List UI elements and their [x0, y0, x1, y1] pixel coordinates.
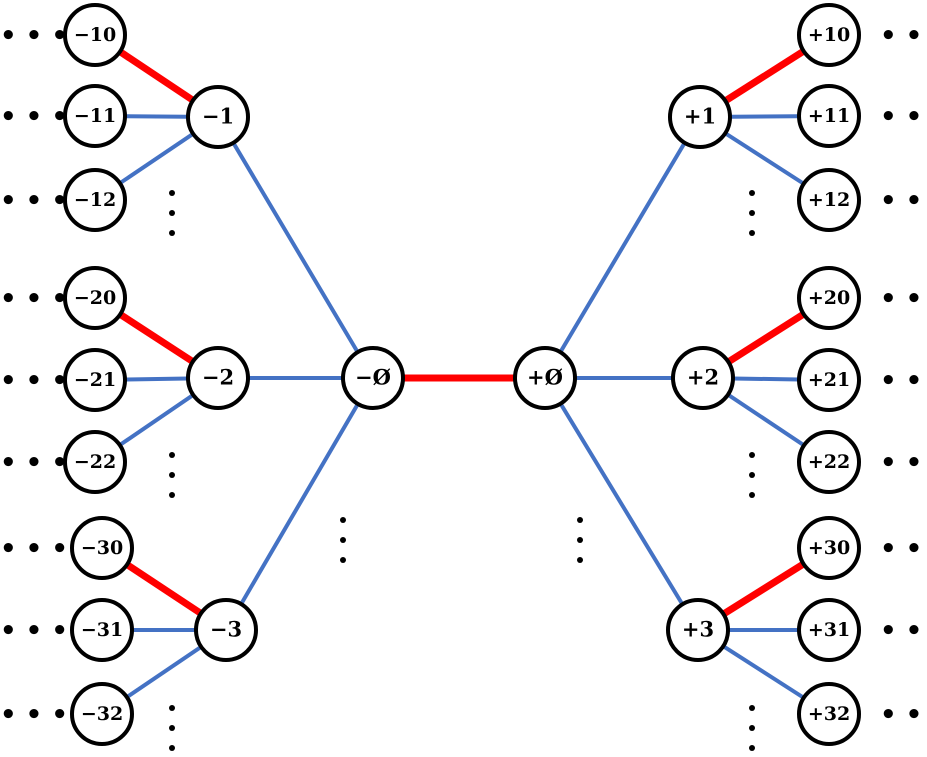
- horizontal-ellipsis: • • •: [880, 534, 927, 564]
- node-label: −20: [74, 287, 116, 309]
- node-label: −11: [74, 105, 116, 127]
- vertical-ellipsis: [749, 705, 755, 751]
- edge-rootL-L1: [216, 115, 375, 380]
- horizontal-ellipsis: • • •: [880, 366, 927, 396]
- horizontal-ellipsis: • • •: [0, 616, 68, 646]
- horizontal-ellipsis: • • •: [0, 366, 68, 396]
- node-label: +32: [808, 703, 850, 725]
- horizontal-ellipsis: • • •: [880, 700, 927, 730]
- leaf-node-left: −31: [70, 598, 134, 662]
- horizontal-ellipsis: • • •: [0, 21, 68, 51]
- vertical-ellipsis: [749, 452, 755, 498]
- horizontal-ellipsis: • • •: [0, 700, 68, 730]
- leaf-node-left: −22: [63, 430, 127, 494]
- node-left-3: −3: [194, 598, 258, 662]
- root-node-right: +Ø: [513, 346, 577, 410]
- node-label: −3: [210, 617, 242, 642]
- leaf-node-right: +31: [797, 598, 861, 662]
- horizontal-ellipsis: • • •: [0, 448, 68, 478]
- node-label: +10: [808, 24, 850, 46]
- leaf-node-left: −10: [63, 3, 127, 67]
- node-label: −30: [81, 537, 123, 559]
- node-label: +2: [687, 365, 719, 390]
- node-label: +11: [808, 105, 850, 127]
- leaf-node-left: −30: [70, 516, 134, 580]
- node-label: +22: [808, 451, 850, 473]
- root-node-left: −Ø: [341, 346, 405, 410]
- node-label: −22: [74, 451, 116, 473]
- leaf-node-left: −12: [63, 168, 127, 232]
- leaf-node-right: +12: [797, 168, 861, 232]
- horizontal-ellipsis: • • •: [0, 186, 68, 216]
- vertical-ellipsis: [340, 517, 346, 563]
- leaf-node-right: +20: [797, 266, 861, 330]
- horizontal-ellipsis: • • •: [0, 284, 68, 314]
- vertical-ellipses: [169, 190, 755, 751]
- node-left-1: −1: [186, 85, 250, 149]
- node-label: +31: [808, 619, 850, 641]
- vertical-ellipsis: [577, 517, 583, 563]
- leaf-node-left: −20: [63, 266, 127, 330]
- node-label: −10: [74, 24, 116, 46]
- leaf-node-right: +32: [797, 682, 861, 746]
- nodes: −Ø +Ø −1 −2 −3 +1 +2 +3 −10 −11 −12 −20 −21 −22 −30 −31…: [63, 3, 861, 746]
- node-label: −1: [202, 104, 234, 129]
- node-label: +30: [808, 537, 850, 559]
- leaf-node-left: −11: [63, 84, 127, 148]
- leaf-node-right: +21: [797, 348, 861, 412]
- vertical-ellipsis: [749, 190, 755, 236]
- node-right-2: +2: [671, 346, 735, 410]
- node-right-3: +3: [666, 598, 730, 662]
- node-label: −2: [202, 365, 234, 390]
- node-label: +3: [682, 617, 714, 642]
- horizontal-ellipsis: • • •: [0, 534, 68, 564]
- node-label: −32: [81, 703, 123, 725]
- leaf-node-right: +22: [797, 430, 861, 494]
- node-label: +21: [808, 369, 850, 391]
- node-label: −31: [81, 619, 123, 641]
- horizontal-ellipsis: • • •: [880, 102, 927, 132]
- leaf-node-right: +10: [797, 3, 861, 67]
- node-label: −21: [74, 369, 116, 391]
- node-label: +12: [808, 189, 850, 211]
- edge-rootR-R3: [543, 376, 700, 632]
- edge-rootR-R1: [543, 115, 702, 380]
- node-label: +Ø: [527, 365, 563, 390]
- leaf-node-left: −32: [70, 682, 134, 746]
- horizontal-ellipsis: • • •: [880, 616, 927, 646]
- horizontal-ellipsis: • • •: [880, 186, 927, 216]
- horizontal-ellipsis: • • •: [0, 102, 68, 132]
- node-right-1: +1: [668, 85, 732, 149]
- horizontal-ellipsis: • • •: [880, 284, 927, 314]
- horizontal-ellipsis: • • •: [880, 21, 927, 51]
- leaf-node-left: −21: [63, 348, 127, 412]
- horizontal-ellipses: • • • • • • • • • • • • • • • • • • • • • • • •…: [0, 21, 927, 730]
- edge-rootL-L3: [224, 376, 375, 632]
- node-label: −12: [74, 189, 116, 211]
- node-label: +1: [684, 104, 716, 129]
- node-left-2: −2: [186, 346, 250, 410]
- node-label: −Ø: [355, 365, 391, 390]
- leaf-node-right: +11: [797, 84, 861, 148]
- vertical-ellipsis: [169, 190, 175, 236]
- leaf-node-right: +30: [797, 516, 861, 580]
- horizontal-ellipsis: • • •: [880, 448, 927, 478]
- vertical-ellipsis: [169, 705, 175, 751]
- vertical-ellipsis: [169, 452, 175, 498]
- node-label: +20: [808, 287, 850, 309]
